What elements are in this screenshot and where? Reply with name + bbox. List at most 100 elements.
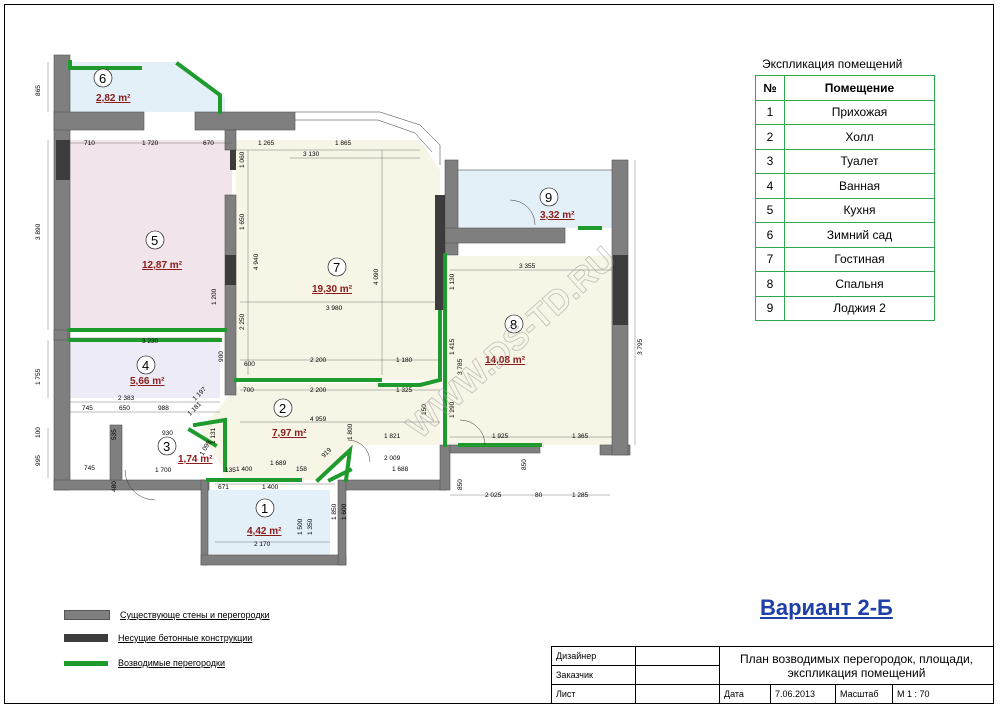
legend-existing-walls: Существующе стены и перегородки — [64, 610, 270, 620]
room-3-fill — [125, 430, 225, 472]
room-9-area: 3,32 m² — [540, 210, 575, 221]
room-8-number: 8 — [510, 317, 517, 332]
dimension-lines — [47, 62, 636, 543]
dim-900: 900 — [218, 351, 225, 362]
dim-1290: 1 290 — [449, 401, 456, 418]
dim-995: 995 — [35, 455, 42, 466]
dim-930: 930 — [162, 430, 173, 437]
stamp-scale-value: М 1 : 70 — [892, 684, 994, 704]
stamp-date-label: Дата — [719, 684, 771, 704]
dim-1700: 1 700 — [155, 467, 172, 474]
dim-1181: 1 181 — [186, 401, 203, 418]
room-1-number: 1 — [261, 501, 268, 516]
stamp-date-value: 7.06.2013 — [770, 684, 836, 704]
row-num: 9 — [755, 295, 785, 321]
concrete-structures — [56, 140, 628, 325]
dim-850: 850 — [521, 459, 528, 470]
row-room: Ванная — [784, 173, 935, 199]
row-room: Прихожая — [784, 99, 935, 125]
stamp-sheet-value — [635, 684, 720, 704]
dim-745b: 745 — [84, 465, 95, 472]
explication-title: Экспликация помещений — [762, 57, 903, 71]
dim-2250: 2 250 — [239, 313, 246, 330]
dim-3230: 3 230 — [142, 338, 159, 345]
legend-swatch-grey — [64, 610, 110, 620]
dim-1130: 1 130 — [449, 273, 456, 290]
stamp-title: План возводимых перегородок, площади, эк… — [719, 646, 994, 685]
dim-2009: 2 009 — [384, 455, 401, 462]
legend-swatch-green — [64, 660, 108, 666]
room-9-fill — [458, 170, 612, 228]
row-room: Кухня — [784, 197, 935, 223]
dim-1925: 1 925 — [492, 433, 509, 440]
dim-1689: 1 689 — [270, 460, 287, 467]
room-8-fill — [445, 256, 612, 445]
room-2-area: 7,97 m² — [272, 428, 307, 439]
row-num: 3 — [755, 148, 785, 174]
dim-1800: 1 800 — [347, 423, 354, 440]
room-3-number: 3 — [163, 439, 170, 454]
stamp-sheet-label: Лист — [551, 684, 636, 704]
row-num: 6 — [755, 222, 785, 248]
legend-label: Несущие бетонные конструкции — [118, 633, 253, 643]
dim-745: 745 — [82, 405, 93, 412]
room-3-area: 1,74 m² — [178, 454, 213, 465]
legend-concrete: Несущие бетонные конструкции — [64, 633, 252, 643]
dim-1285: 1 285 — [572, 492, 589, 499]
stamp-customer-value — [635, 665, 720, 685]
dim-3795: 3 795 — [637, 338, 644, 355]
dim-3355: 3 355 — [519, 263, 536, 270]
room-5-number: 5 — [151, 233, 158, 248]
dim-1865: 1 865 — [335, 140, 352, 147]
room-1-area: 4,42 m² — [247, 526, 282, 537]
dim-1720: 1 720 — [142, 140, 159, 147]
dim-4940: 4 940 — [253, 253, 260, 270]
row-room: Лоджия 2 — [784, 295, 935, 321]
dim-1650: 1 650 — [239, 213, 246, 230]
stamp-scale-label: Масштаб — [835, 684, 893, 704]
dim-1415: 1 415 — [449, 338, 456, 355]
dim-650: 650 — [119, 405, 130, 412]
dim-1600: 1 600 — [341, 503, 348, 520]
legend-label: Существующе стены и перегородки — [120, 610, 270, 620]
dim-850b: 850 — [457, 479, 464, 490]
dim-2170: 2 170 — [254, 541, 271, 548]
title-block: Дизайнер План возводимых перегородок, пл… — [551, 646, 994, 704]
dim-3130: 3 130 — [303, 151, 320, 158]
dim-1365: 1 365 — [572, 433, 589, 440]
dim-710: 710 — [84, 140, 95, 147]
stamp-customer-label: Заказчик — [551, 665, 636, 685]
dim-80: 80 — [535, 492, 543, 499]
dim-1755: 1 755 — [35, 368, 42, 385]
dim-158: 158 — [296, 466, 307, 473]
row-num: 5 — [755, 197, 785, 223]
room-9-number: 9 — [545, 190, 552, 205]
dim-865: 865 — [35, 85, 42, 96]
dim-1131: 1 131 — [210, 427, 217, 444]
dim-1180: 1 180 — [396, 357, 413, 364]
dim-1850: 1 850 — [331, 503, 338, 520]
row-room: Холл — [784, 124, 935, 150]
dim-1060: 1 060 — [239, 151, 246, 168]
dim-2200b: 2 200 — [310, 387, 327, 394]
dim-480: 480 — [111, 481, 118, 492]
room-7-number: 7 — [333, 260, 340, 275]
dim-1200: 1 200 — [211, 288, 218, 305]
dim-135: 135 — [225, 467, 236, 474]
dimension-texts: 865 710 1 720 670 1 265 1 865 3 130 3 89… — [35, 85, 644, 548]
room-4-number: 4 — [142, 358, 149, 373]
row-room: Зимний сад — [784, 222, 935, 248]
dim-1821: 1 821 — [384, 433, 401, 440]
dim-600: 600 — [244, 361, 255, 368]
new-partitions — [68, 60, 602, 483]
dim-988: 988 — [158, 405, 169, 412]
dim-670: 670 — [203, 140, 214, 147]
dim-3980: 3 980 — [326, 305, 343, 312]
dim-100: 100 — [35, 427, 42, 438]
